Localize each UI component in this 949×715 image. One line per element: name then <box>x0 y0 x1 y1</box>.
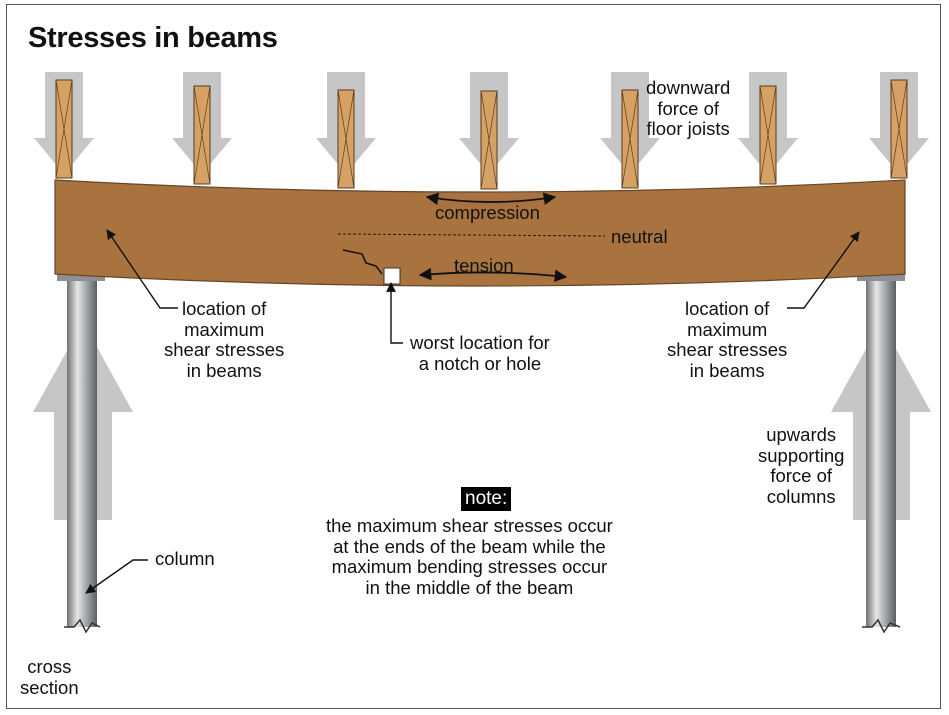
joist <box>193 85 211 185</box>
joist <box>480 90 498 190</box>
compression-label: compression <box>435 202 540 223</box>
neutral-axis-line <box>337 233 606 237</box>
column-left <box>57 271 105 634</box>
column-label: column <box>155 548 215 569</box>
floor-joists <box>55 79 908 190</box>
leader-shear-left <box>106 229 178 309</box>
crack-line <box>342 249 383 275</box>
shear-left-label: location of maximum shear stresses in be… <box>164 298 285 381</box>
joist <box>621 89 639 189</box>
downward-force-label: downward force of floor joists <box>646 77 731 139</box>
joist <box>337 89 355 189</box>
tension-label: tension <box>454 255 514 276</box>
joist <box>759 85 777 185</box>
notch-label: worst location for a notch or hole <box>410 332 550 374</box>
note-title: note: <box>461 487 512 511</box>
column-right <box>857 271 905 634</box>
tension-arrow <box>418 267 568 283</box>
neutral-label: neutral <box>611 226 668 247</box>
joist <box>55 79 73 179</box>
compression-arrow <box>425 192 557 205</box>
leader-notch <box>386 282 403 344</box>
note-body: the maximum shear stresses occur at the … <box>326 515 613 598</box>
page-title: Stresses in beams <box>28 22 278 54</box>
beam <box>54 179 906 287</box>
leader-shear-right <box>787 231 860 309</box>
leader-column <box>85 559 148 594</box>
notch-hole <box>383 267 401 285</box>
shear-right-label: location of maximum shear stresses in be… <box>667 298 788 381</box>
joist <box>890 79 908 179</box>
upward-force-label: upwards supporting force of columns <box>758 424 845 507</box>
cross-section-label: cross section <box>20 656 79 698</box>
